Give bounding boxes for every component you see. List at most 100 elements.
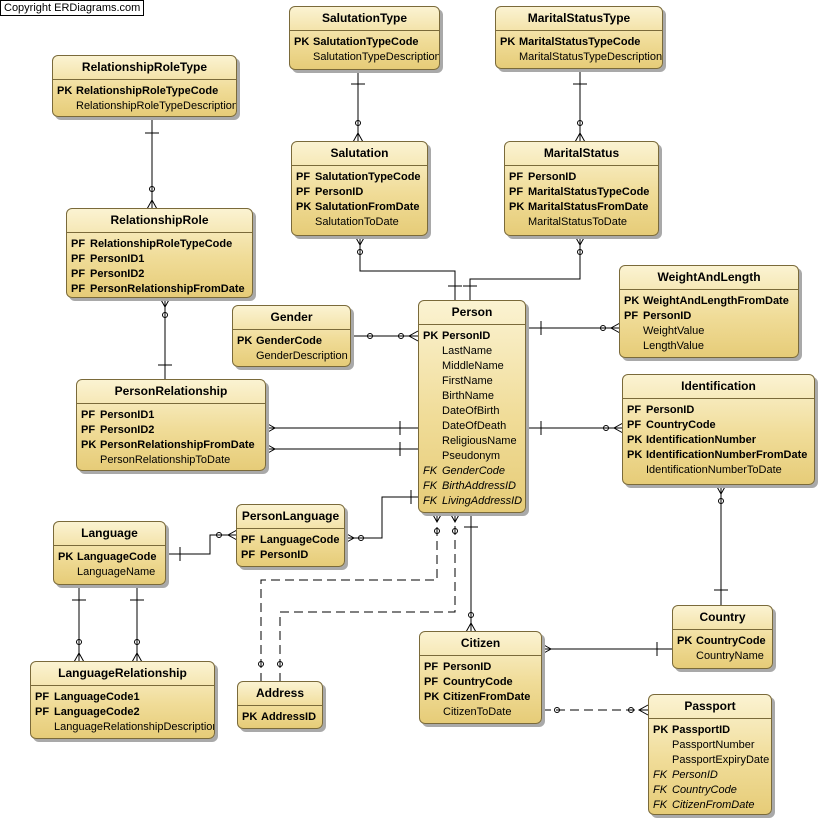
- attribute-row: PF LanguageCode2: [35, 705, 210, 720]
- entity-title: MaritalStatus: [505, 142, 658, 166]
- attribute-key: PF: [71, 253, 86, 265]
- attribute-key: PK: [627, 434, 643, 446]
- entity-title: Identification: [623, 375, 814, 399]
- attribute-key: PK: [424, 691, 440, 703]
- attribute-key: PK: [57, 85, 73, 97]
- attribute-name: PersonID: [315, 186, 364, 198]
- attribute-key: PF: [35, 691, 50, 703]
- attribute-key: PF: [71, 268, 86, 280]
- attribute-name: PassportID: [672, 724, 731, 736]
- attribute-key: PF: [627, 404, 642, 416]
- attribute-key: PF: [509, 171, 524, 183]
- attribute-name: PersonRelationshipFromDate: [100, 439, 255, 451]
- attribute-name: LanguageCode: [77, 551, 157, 563]
- attribute-key: PK: [624, 295, 640, 307]
- attribute-name: SalutationTypeCode: [315, 171, 421, 183]
- rel-address-person-birth: [260, 513, 438, 682]
- entity-title: MaritalStatusType: [496, 7, 662, 31]
- attribute-name: PersonRelationshipFromDate: [90, 283, 245, 295]
- attribute-key: PK: [296, 201, 312, 213]
- attribute-name: FirstName: [442, 375, 493, 387]
- attribute-row: WeightValue: [624, 324, 794, 339]
- attribute-name: SalutationTypeDescription: [313, 51, 440, 63]
- attribute-name: CitizenToDate: [443, 706, 512, 718]
- rel-language-personlanguage: [166, 534, 237, 555]
- attribute-name: LivingAddressID: [442, 495, 523, 507]
- attribute-name: MaritalStatusTypeDescription: [519, 51, 663, 63]
- attribute-key: FK: [653, 769, 668, 781]
- attribute-row: CitizenToDate: [424, 705, 537, 720]
- attribute-name: GenderCode: [442, 465, 505, 477]
- attribute-name: LanguageCode2: [54, 706, 140, 718]
- attribute-row: DateOfBirth: [423, 404, 521, 419]
- attribute-row: MiddleName: [423, 359, 521, 374]
- attribute-name: LanguageCode: [260, 534, 340, 546]
- attribute-name: Pseudonym: [442, 450, 501, 462]
- attribute-name: CountryCode: [672, 784, 737, 796]
- attribute-row: RelationshipRoleTypeDescription: [57, 99, 236, 114]
- attribute-name: DateOfBirth: [442, 405, 500, 417]
- attribute-name: SalutationTypeCode: [313, 36, 419, 48]
- attribute-row: BirthName: [423, 389, 521, 404]
- attribute-row: SalutationToDate: [296, 215, 423, 230]
- attribute-name: ReligiousName: [442, 435, 517, 447]
- entity-title: RelationshipRoleType: [53, 56, 236, 80]
- attribute-key: PF: [35, 706, 50, 718]
- attribute-name: MaritalStatusToDate: [528, 216, 628, 228]
- attribute-key: PK: [627, 449, 643, 461]
- attribute-row: GenderDescription: [237, 349, 348, 364]
- attribute-name: AddressID: [261, 711, 317, 723]
- attribute-key: PK: [500, 36, 516, 48]
- attribute-name: CountryCode: [696, 635, 766, 647]
- rel-person-maritalstatus: [469, 236, 581, 301]
- attribute-row: Pseudonym: [423, 449, 521, 464]
- attribute-name: WeightAndLengthFromDate: [643, 295, 789, 307]
- rel-address-person-living: [279, 513, 456, 682]
- entity-title: Passport: [649, 695, 771, 719]
- attribute-key: PF: [71, 238, 86, 250]
- attribute-key: FK: [653, 784, 668, 796]
- attribute-name: IdentificationNumber: [646, 434, 757, 446]
- attribute-key: PK: [81, 439, 97, 451]
